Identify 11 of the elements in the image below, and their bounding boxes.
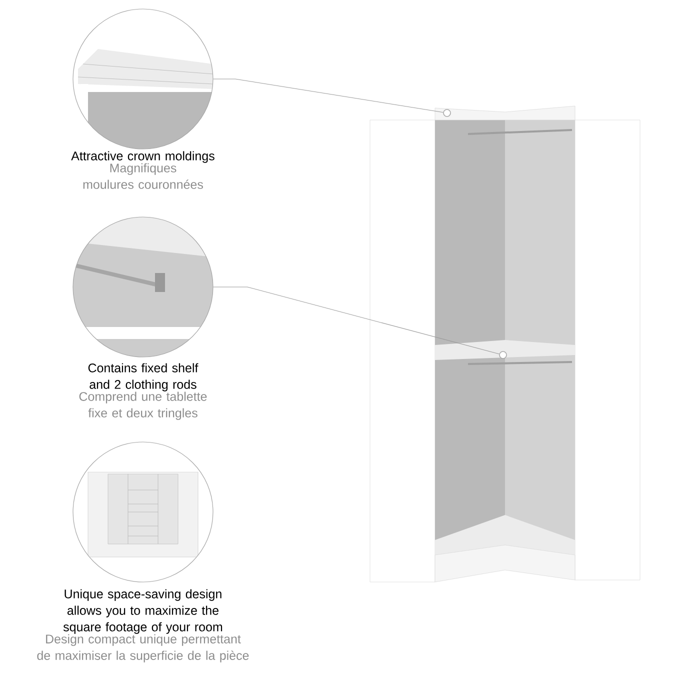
marker-dot [443, 109, 451, 117]
marker-dot [499, 351, 507, 359]
feature-translation: Magnifiques moulures couronnées [83, 163, 203, 189]
leader-line [213, 286, 500, 354]
wardrobe-drawing [370, 106, 640, 582]
feature-title: Attractive crown moldings [71, 151, 214, 163]
feature-translation: Comprend une tablette fixe et deux tringles [79, 392, 207, 420]
leader-line [213, 78, 444, 113]
feature-translation: Design compact unique permettant de maximiser la superficie de la pièce [37, 634, 249, 662]
feature-title: Contains fixed shelf and 2 clothing rods [88, 363, 198, 392]
feature-title: Unique space-saving design allows you to maximize the square footage of your room [63, 589, 222, 634]
